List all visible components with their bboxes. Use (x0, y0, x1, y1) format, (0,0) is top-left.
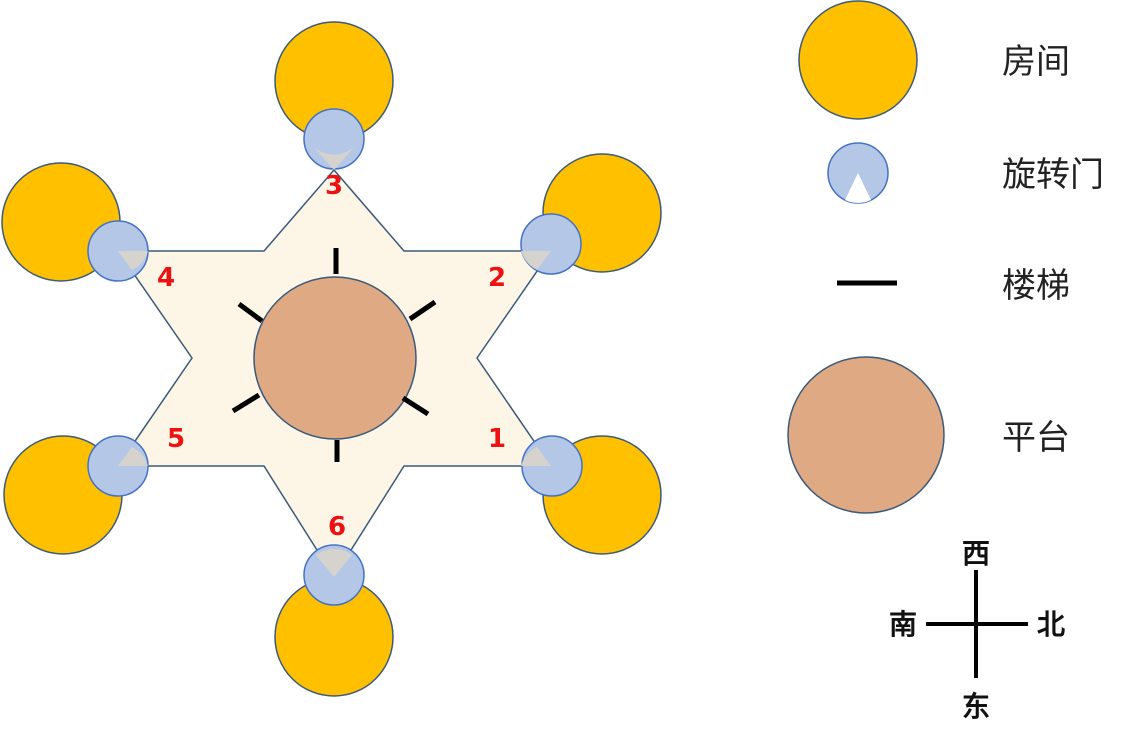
compass-left-label: 南 (889, 608, 917, 641)
legend-room-label: 房间 (1002, 42, 1070, 82)
door-wedge-1 (521, 447, 551, 466)
legend-room-swatch (798, 0, 918, 120)
point-number-4: 4 (157, 263, 175, 293)
door-wedge-6 (316, 549, 352, 577)
door-wedges (118, 146, 551, 577)
legend-platform-label: 平台 (1002, 418, 1070, 458)
point-number-5: 5 (167, 424, 185, 454)
legend: 房间 旋转门 楼梯 平台 (787, 0, 1104, 514)
door-wedge-2 (521, 251, 551, 270)
legend-door-wedge (845, 173, 871, 203)
stair-5 (231, 392, 261, 414)
door-wedge-3 (313, 146, 355, 170)
point-number-6: 6 (328, 512, 346, 542)
stairs (231, 248, 437, 462)
point-number-2: 2 (488, 263, 506, 293)
legend-door-label: 旋转门 (1002, 155, 1104, 195)
door-wedge-5 (118, 447, 148, 466)
legend-platform-swatch (787, 356, 945, 514)
stair-2 (408, 299, 437, 322)
compass-right-label: 北 (1037, 608, 1065, 641)
point-numbers: 3 2 1 6 5 4 (157, 171, 506, 542)
point-number-1: 1 (488, 424, 506, 454)
central-platform (253, 276, 417, 440)
stair-4 (237, 301, 264, 324)
point-number-3: 3 (325, 171, 343, 201)
door-wedge-4 (118, 251, 148, 270)
compass: 西 东 南 北 (889, 537, 1065, 723)
compass-down-label: 东 (962, 690, 990, 723)
stair-1 (401, 395, 430, 417)
compass-up-label: 西 (962, 537, 990, 570)
legend-stairs-label: 楼梯 (1002, 266, 1070, 306)
